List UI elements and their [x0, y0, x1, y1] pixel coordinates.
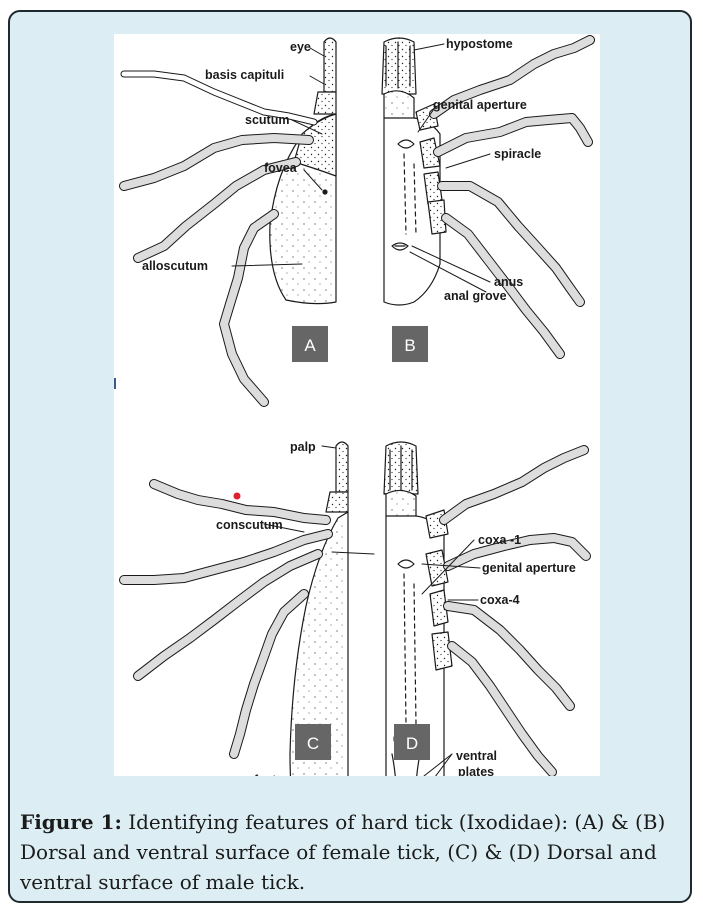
label-spiracle: spiracle: [494, 147, 541, 161]
label-ventral: ventral: [456, 749, 497, 763]
tick-illustration: eye basis capituli scutum fovea alloscut…: [114, 34, 600, 776]
tick-b-ventral: [382, 38, 590, 354]
label-coxa-1: coxa -1: [478, 533, 521, 547]
label-palp: palp: [290, 440, 316, 454]
label-anal-grove: anal grove: [444, 289, 507, 303]
label-conscutum: conscutum: [216, 518, 283, 532]
label-fovea: fovea: [264, 161, 298, 175]
tick-figure: eye basis capituli scutum fovea alloscut…: [114, 34, 600, 776]
caption-prefix: Figure 1:: [20, 810, 122, 834]
label-festoons: festoons: [254, 773, 306, 776]
label-genital-aperture-d: genital aperture: [482, 561, 576, 575]
badge-c-letter: C: [307, 734, 319, 753]
label-scutum: scutum: [245, 113, 289, 127]
red-marker-dot: [234, 493, 241, 500]
badge-a-letter: A: [304, 336, 316, 355]
label-genital-aperture-b: genital aperture: [433, 98, 527, 112]
label-anus: anus: [494, 275, 523, 289]
badge-b-letter: B: [404, 336, 415, 355]
label-eye: eye: [290, 40, 311, 54]
figure-caption: Figure 1: Identifying features of hard t…: [20, 807, 682, 897]
label-plates: plates: [458, 765, 494, 776]
badge-d-letter: D: [406, 734, 418, 753]
stray-mark: [114, 378, 116, 389]
label-alloscutum: alloscutum: [142, 259, 208, 273]
label-coxa-4: coxa-4: [480, 593, 520, 607]
label-hypostome: hypostome: [446, 37, 513, 51]
figure-frame: eye basis capituli scutum fovea alloscut…: [8, 10, 692, 903]
label-basis-capituli: basis capituli: [205, 68, 284, 82]
